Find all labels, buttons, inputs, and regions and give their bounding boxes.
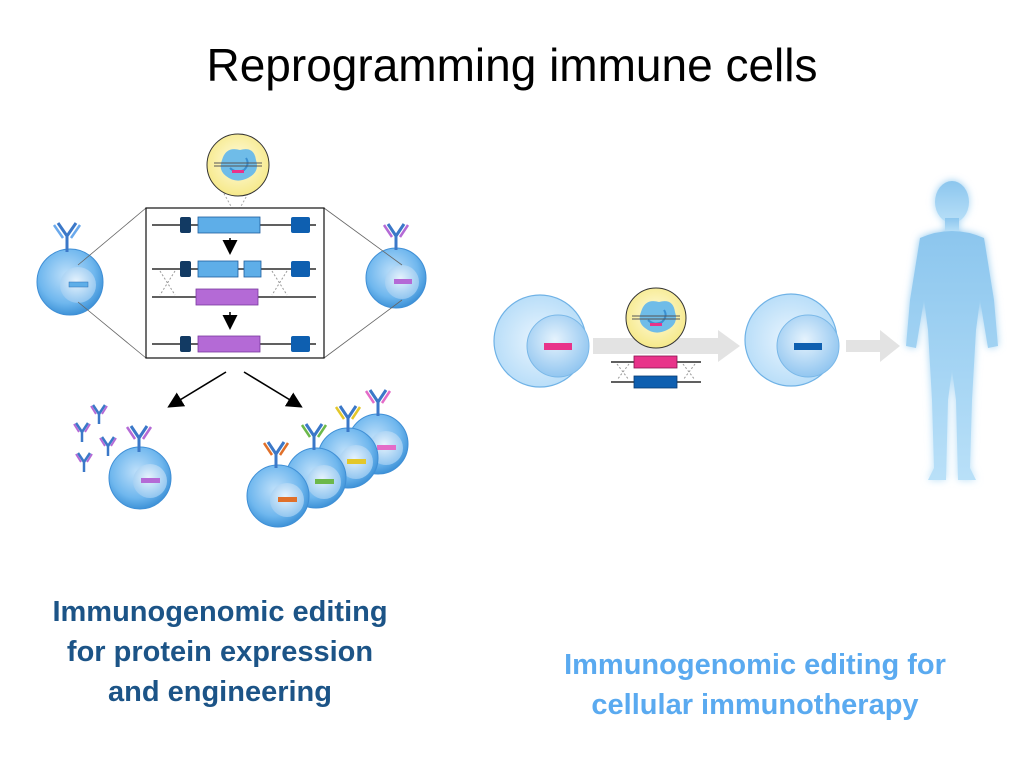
antibody-icon [382, 223, 410, 250]
donor-template [611, 355, 701, 389]
human-silhouette-icon [906, 181, 998, 480]
left-b-cell [36, 221, 104, 316]
crispr-cas9-icon [206, 133, 270, 209]
left-caption: Immunogenomic editing for protein expres… [52, 596, 388, 708]
secreting-cell-group [72, 403, 172, 510]
gene-editing-box [145, 207, 325, 359]
zoom-line [77, 207, 147, 266]
arrow-icon [243, 371, 303, 408]
arrow-icon [846, 330, 900, 362]
right-caption: Immunogenomic editing for cellular immun… [564, 649, 946, 721]
engineered-cell-library [246, 389, 409, 528]
right-b-cell [365, 223, 427, 309]
zoom-line [77, 301, 147, 359]
slide-title: Reprogramming immune cells [206, 39, 818, 91]
antibody-icon [125, 425, 153, 452]
unedited-t-cell [493, 294, 590, 388]
zoom-line [323, 207, 403, 266]
antibody-icon [52, 221, 82, 254]
edited-t-cell [744, 293, 840, 387]
zoom-line [323, 299, 403, 359]
crispr-cas9-icon [625, 287, 687, 349]
arrow-icon [167, 371, 227, 408]
